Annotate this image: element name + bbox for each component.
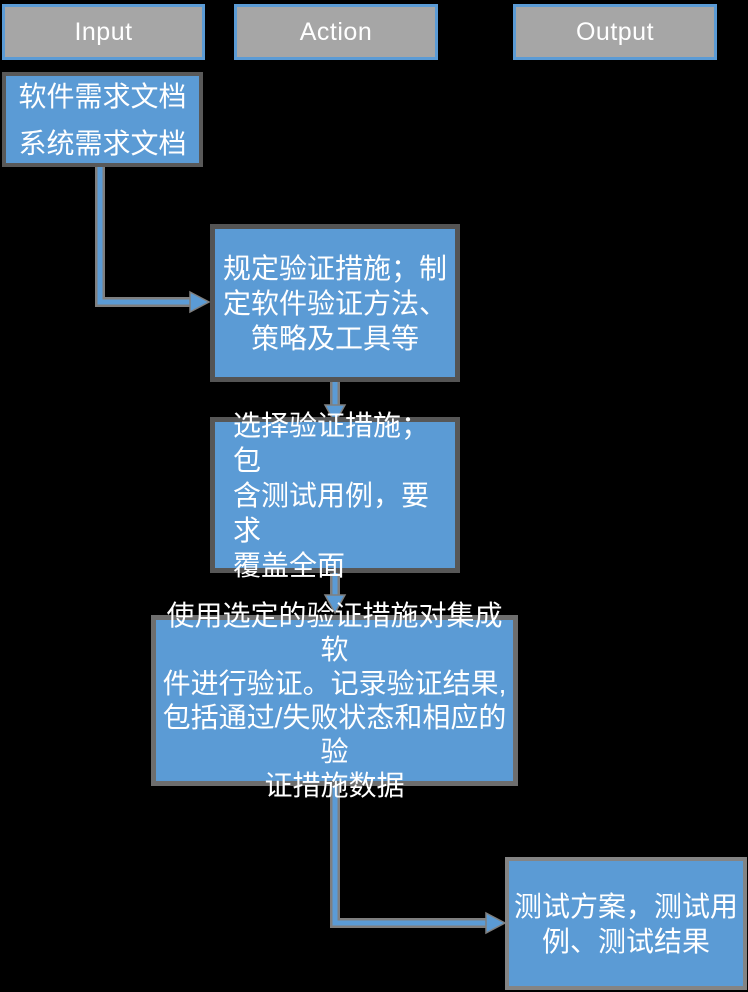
- connector-input-to-define: [95, 166, 211, 314]
- header-output-label: Output: [575, 17, 655, 46]
- node-output-results: 测试方案，测试用 例、测试结果: [505, 857, 747, 990]
- node-input-docs-text: 软件需求文档 系统需求文档: [18, 80, 187, 159]
- connector-execute-to-output: [330, 785, 507, 935]
- node-define-measures-text: 规定验证措施；制 定软件验证方法、 策略及工具等: [222, 252, 447, 354]
- arrowhead-right-icon: [189, 290, 211, 314]
- node-define-measures: 规定验证措施；制 定软件验证方法、 策略及工具等: [210, 224, 460, 382]
- node-select-measures: 选择验证措施；包 含测试用例，要求 覆盖全面: [210, 410, 460, 581]
- arrowhead-right-icon: [485, 911, 507, 935]
- node-output-results-text: 测试方案，测试用 例、测试结果: [513, 890, 738, 957]
- node-execute-verification: 使用选定的验证措施对集成软 件进行验证。记录验证结果, 包括通过/失败状态和相应…: [151, 600, 518, 801]
- header-input: Input: [2, 4, 205, 60]
- header-action-label: Action: [299, 17, 373, 46]
- node-execute-verification-text: 使用选定的验证措施对集成软 件进行验证。记录验证结果, 包括通过/失败状态和相应…: [162, 599, 507, 801]
- node-select-measures-text: 选择验证措施；包 含测试用例，要求 覆盖全面: [233, 409, 430, 581]
- header-output: Output: [513, 4, 717, 60]
- node-input-docs: 软件需求文档 系统需求文档: [2, 72, 203, 167]
- header-action: Action: [234, 4, 438, 60]
- header-input-label: Input: [74, 17, 133, 46]
